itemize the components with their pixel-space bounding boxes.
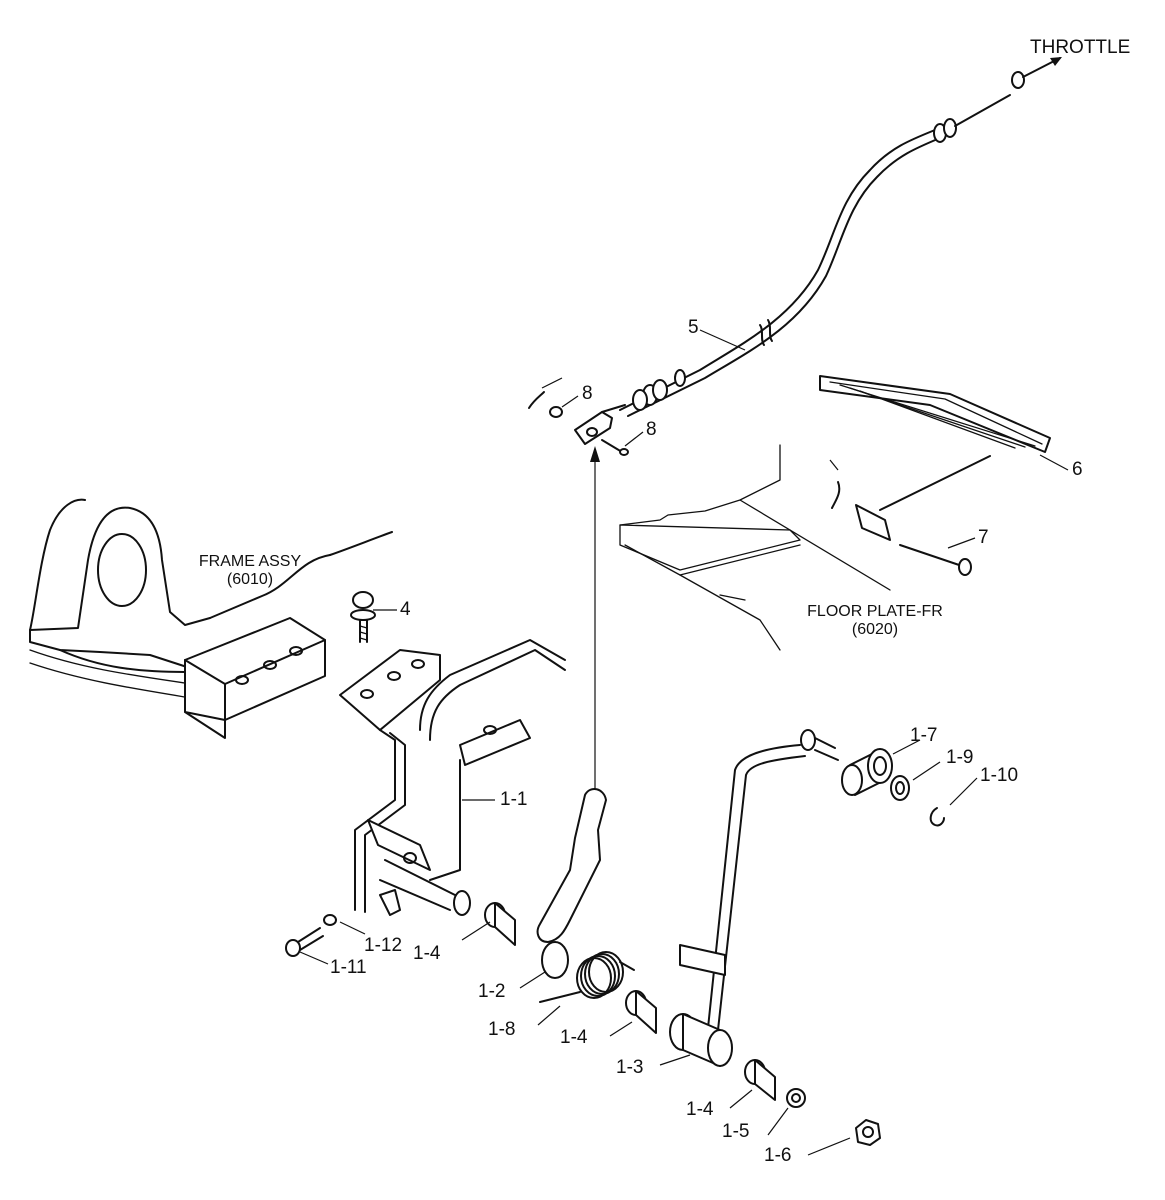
callout-1-1: 1-1 (500, 789, 528, 810)
frame-assy-name: FRAME ASSY (198, 553, 302, 570)
callout-1-6: 1-6 (764, 1145, 792, 1166)
callout-1-12: 1-12 (364, 935, 403, 956)
connection-arrow (590, 446, 600, 790)
bolt-2 (350, 591, 376, 643)
callout-1-11: 1-11 (330, 957, 367, 978)
callout-1-5: 1-5 (722, 1121, 750, 1142)
bushings-1-4 (484, 902, 776, 1101)
washer-nut (786, 1088, 881, 1146)
bolt-1-11 (285, 914, 337, 957)
callout-1-4a: 1-4 (413, 943, 441, 964)
callout-1-4c: 1-4 (686, 1099, 714, 1120)
callout-6: 8 (646, 419, 657, 440)
callout-1-8: 1-7 (910, 725, 938, 746)
callout-4: 6 (1072, 459, 1083, 480)
frame-assy-label: FRAME ASSY (6010) (185, 553, 315, 588)
callout-3: 5 (688, 317, 699, 338)
callout-5: 7 (978, 527, 989, 548)
lever-1-2 (536, 788, 607, 979)
pedal-bracket (339, 639, 566, 916)
callout-1-9: 1-9 (946, 747, 974, 768)
callout-2: 4 (400, 599, 411, 620)
leader-lines (299, 329, 1069, 1156)
frame-assy-code: (6010) (226, 570, 274, 588)
spring-1-7 (539, 951, 635, 1003)
callout-1-3: 1-3 (616, 1057, 644, 1078)
floor-plate-label: FLOOR PLATE-FR (6020) (790, 603, 960, 638)
callout-1-7: 1-8 (488, 1019, 516, 1040)
callout-7: 8 (582, 383, 593, 404)
throttle-cable (528, 57, 1062, 456)
callout-1-4b: 1-4 (560, 1027, 588, 1048)
floor-plate-code: (6020) (851, 620, 899, 638)
callout-1-10: 1-10 (980, 765, 1019, 786)
accelerator-pedal (819, 375, 1051, 576)
callout-1-2: 1-2 (478, 981, 506, 1002)
pedal-arm-1-3 (669, 729, 839, 1067)
throttle-label: THROTTLE (1030, 37, 1131, 58)
bushing-washer-clip (841, 748, 945, 827)
floor-plate-name: FLOOR PLATE-FR (807, 603, 943, 620)
frame-assembly (29, 498, 393, 739)
floor-plate (619, 444, 891, 651)
